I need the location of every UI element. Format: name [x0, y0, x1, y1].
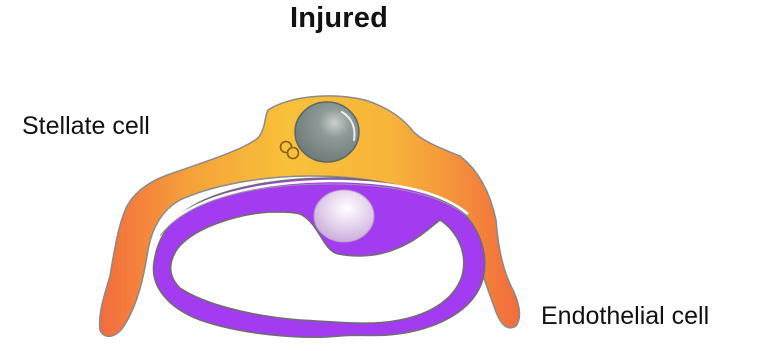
endothelial-nucleus	[314, 190, 374, 242]
stellate-nucleus	[295, 102, 359, 162]
lipid-droplet	[288, 148, 299, 159]
